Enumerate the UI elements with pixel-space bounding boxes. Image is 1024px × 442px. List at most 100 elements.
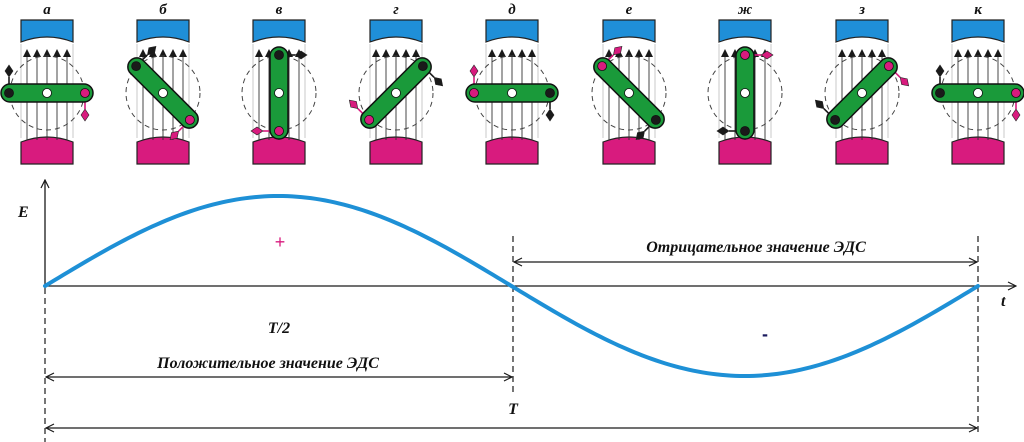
conductor-end-b	[274, 126, 284, 136]
south-pole-magnet	[485, 136, 539, 165]
north-pole-magnet	[485, 19, 539, 43]
direction-marker-icon	[760, 50, 774, 60]
emf-sine-curve	[43, 193, 980, 379]
conductor-end-b	[364, 114, 375, 125]
half-period-label: T/2	[268, 320, 290, 337]
south-pole-magnet	[136, 136, 190, 165]
conductor-end-b	[883, 61, 894, 72]
stage-label: з	[858, 2, 865, 18]
direction-marker-icon	[899, 77, 910, 87]
emf-graph: E t + - Отрицательное значение ЭДС T/2 П…	[17, 180, 1016, 442]
north-pole-magnet	[369, 19, 423, 43]
coil-axis-pivot	[158, 88, 168, 98]
coil-frame	[931, 64, 1024, 122]
conductor-end-b	[80, 88, 90, 98]
south-pole-magnet	[718, 136, 772, 165]
rotation-stage-panel: з	[814, 2, 910, 165]
south-pole-magnet	[252, 136, 306, 165]
coil-axis-pivot	[274, 88, 284, 98]
north-pole-magnet	[602, 19, 656, 43]
x-axis-label: t	[1001, 293, 1006, 310]
conductor-end-a	[274, 50, 284, 60]
direction-marker-icon	[635, 130, 645, 141]
conductor-end-b	[1011, 88, 1021, 98]
direction-marker-icon	[147, 45, 157, 56]
rotation-stage-panel: е	[591, 2, 667, 165]
coil-axis-pivot	[507, 88, 517, 98]
rotation-stage-panel: г	[348, 2, 444, 165]
coil-axis-pivot	[624, 88, 634, 98]
direction-marker-icon	[613, 45, 623, 56]
coil-axis-pivot	[42, 88, 52, 98]
coil-axis-pivot	[740, 88, 750, 98]
stage-label: г	[393, 2, 399, 18]
direction-marker-icon	[250, 126, 264, 136]
negative-span-label: Отрицательное значение ЭДС	[646, 239, 866, 256]
stage-label: а	[43, 2, 51, 18]
north-pole-magnet	[136, 19, 190, 43]
stage-label: е	[626, 2, 633, 18]
positive-sign: +	[275, 232, 286, 252]
negative-sign: -	[762, 324, 768, 344]
conductor-end-a	[650, 114, 661, 125]
period-label: T	[508, 401, 519, 418]
north-pole-magnet	[20, 19, 74, 43]
south-pole-magnet	[20, 136, 74, 165]
direction-marker-icon	[169, 130, 179, 141]
direction-marker-icon	[294, 50, 308, 60]
north-pole-magnet	[718, 19, 772, 43]
conductor-end-a	[131, 61, 142, 72]
coil-frame	[250, 46, 308, 140]
direction-marker-icon	[469, 64, 479, 78]
direction-marker-icon	[348, 99, 359, 109]
conductor-end-a	[4, 88, 14, 98]
rotation-path-circle	[358, 55, 434, 131]
direction-marker-icon	[935, 64, 945, 78]
coil-frame	[814, 57, 910, 129]
direction-marker-icon	[814, 99, 825, 109]
rotation-path-circle	[824, 55, 900, 131]
direction-marker-icon	[80, 108, 90, 122]
stage-label: в	[276, 2, 283, 18]
south-pole-magnet	[951, 136, 1005, 165]
north-pole-magnet	[951, 19, 1005, 43]
rotation-path-circle	[125, 55, 201, 131]
direction-marker-icon	[4, 64, 14, 78]
coil-frame	[0, 64, 94, 122]
coil-axis-pivot	[857, 88, 867, 98]
coil-axis-pivot	[973, 88, 983, 98]
coil-frame	[348, 57, 444, 129]
stage-label: б	[159, 2, 167, 18]
coil-frame	[716, 46, 774, 140]
direction-marker-icon	[433, 77, 444, 87]
conductor-end-b	[469, 88, 479, 98]
conductor-end-a	[417, 61, 428, 72]
south-pole-magnet	[835, 136, 889, 165]
rotation-stage-panel: к	[931, 2, 1024, 165]
conductor-end-b	[184, 114, 195, 125]
direction-marker-icon	[545, 108, 555, 122]
coil-axis-pivot	[391, 88, 401, 98]
south-pole-magnet	[602, 136, 656, 165]
north-pole-magnet	[252, 19, 306, 43]
coil-frame	[593, 45, 665, 141]
rotation-stage-panel: ж	[707, 2, 783, 165]
rotation-stage-panel: д	[465, 2, 559, 165]
rotation-path-circle	[591, 55, 667, 131]
conductor-end-a	[935, 88, 945, 98]
rotation-stage-panel: в	[241, 2, 317, 165]
rotation-stage-panel: б	[125, 2, 201, 165]
direction-marker-icon	[716, 126, 730, 136]
stage-label: ж	[738, 2, 752, 18]
conductor-end-a	[830, 114, 841, 125]
rotation-stage-panel: а	[0, 2, 94, 165]
conductor-end-a	[740, 126, 750, 136]
positive-span-label: Положительное значение ЭДС	[156, 355, 379, 372]
stage-label: к	[974, 2, 982, 18]
conductor-end-b	[597, 61, 608, 72]
direction-marker-icon	[1011, 108, 1021, 122]
south-pole-magnet	[369, 136, 423, 165]
coil-frame	[465, 64, 559, 122]
